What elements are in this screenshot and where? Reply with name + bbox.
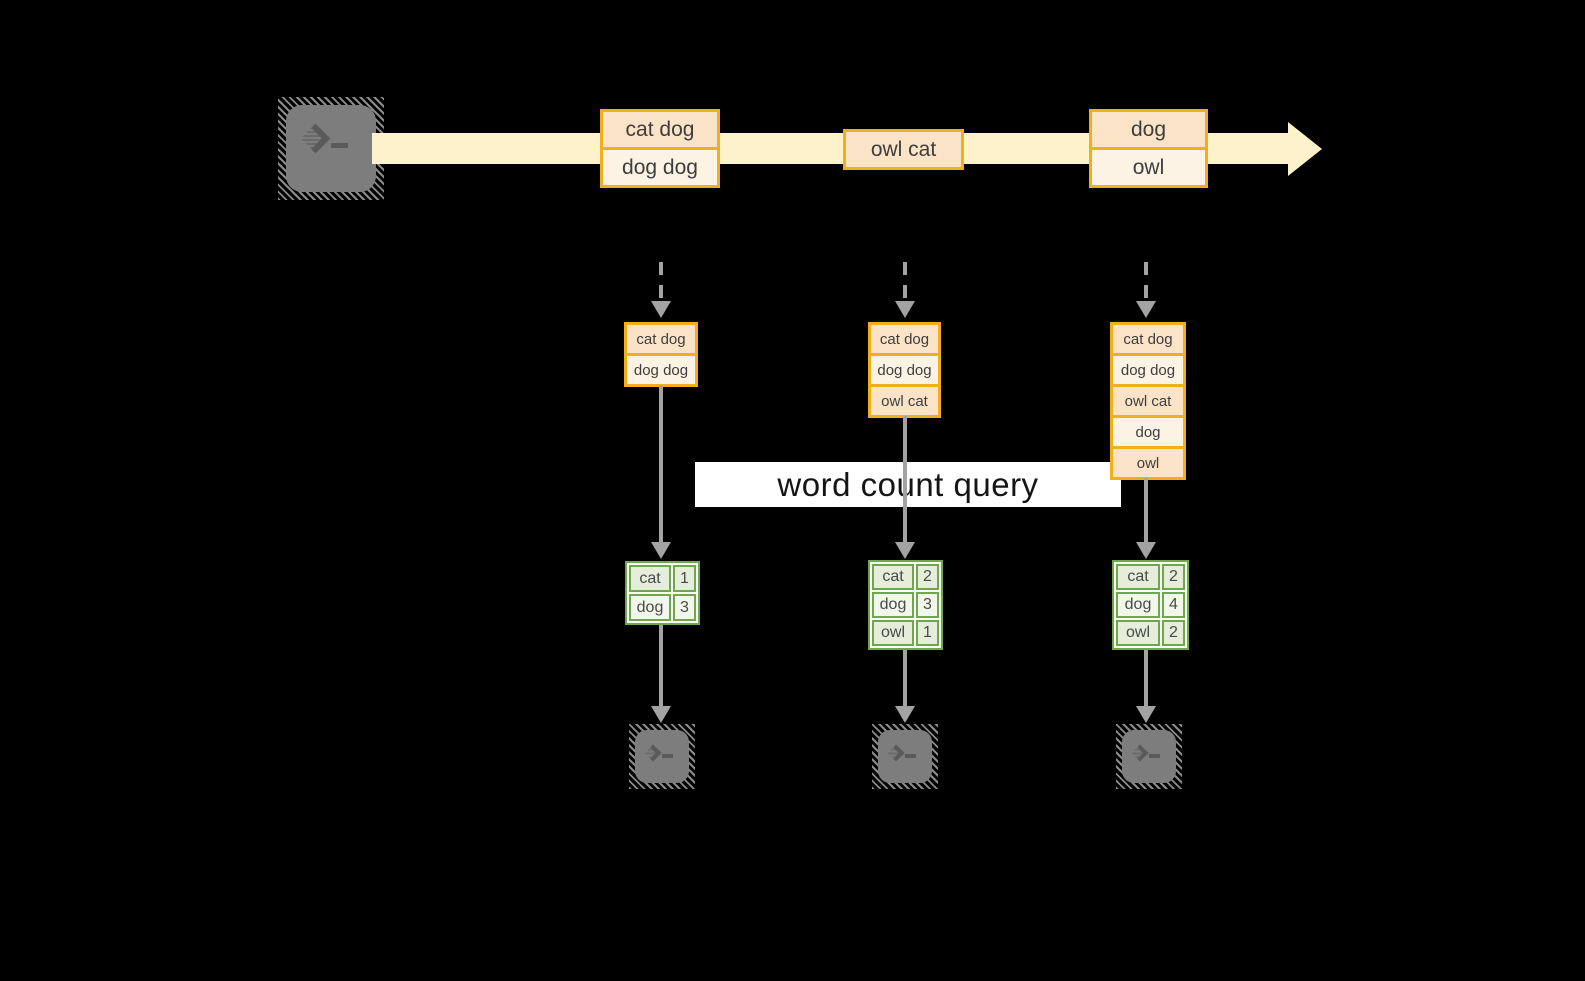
stream-batch-1: cat dog dog dog [600, 109, 720, 188]
prompt-chevron-icon [300, 123, 330, 154]
stream-arrow-head [1288, 122, 1322, 176]
table-row: dog 4 [1116, 592, 1185, 618]
input-stack-2: cat dog dog dog owl cat [868, 322, 941, 418]
query-band: word count query [695, 462, 1121, 507]
table-row: owl 2 [1116, 620, 1185, 646]
dashed-arrow-line [1144, 262, 1148, 302]
prompt-underscore-icon [905, 753, 916, 758]
terminal-screen [1122, 730, 1176, 783]
stack-item: owl cat [1110, 384, 1186, 418]
batch-item: owl cat [843, 129, 964, 170]
count-cell: 2 [1162, 620, 1185, 646]
terminal-prompt-icon [644, 744, 673, 761]
table-row: dog 3 [872, 592, 939, 618]
output-arrow-line [659, 625, 663, 706]
query-arrow-line [903, 416, 907, 542]
stack-item: cat dog [624, 322, 698, 356]
dashed-arrow-line [659, 262, 663, 302]
stack-item: owl cat [868, 384, 941, 418]
dashed-arrow-head [651, 301, 671, 318]
count-cell: 3 [673, 594, 696, 621]
word-cell: owl [872, 620, 914, 646]
prompt-underscore-icon [662, 753, 673, 758]
output-terminal-icon [629, 724, 695, 789]
batch-item: dog dog [600, 147, 720, 188]
query-arrow-line [659, 385, 663, 542]
terminal-prompt-icon [300, 123, 348, 154]
batch-item: dog [1089, 109, 1208, 150]
query-arrow-head [1136, 542, 1156, 559]
word-cell: cat [872, 564, 914, 590]
input-stack-1: cat dog dog dog [624, 322, 698, 387]
output-arrow-head [1136, 706, 1156, 723]
stack-item: dog [1110, 415, 1186, 449]
word-cell: cat [629, 565, 671, 592]
word-cell: dog [1116, 592, 1160, 618]
stream-batch-3: dog owl [1089, 109, 1208, 188]
stack-item: owl [1110, 446, 1186, 480]
query-arrow-head [651, 542, 671, 559]
word-cell: owl [1116, 620, 1160, 646]
result-table-2: cat 2 dog 3 owl 1 [868, 560, 943, 650]
stream-batch-2: owl cat [843, 129, 964, 170]
table-row: dog 3 [629, 594, 696, 621]
table-row: cat 1 [629, 565, 696, 592]
stack-item: dog dog [1110, 353, 1186, 387]
table-row: cat 2 [1116, 564, 1185, 590]
result-table-1: cat 1 dog 3 [625, 561, 700, 625]
count-cell: 1 [916, 620, 939, 646]
input-stack-3: cat dog dog dog owl cat dog owl [1110, 322, 1186, 480]
table-row: cat 2 [872, 564, 939, 590]
query-arrow-line [1144, 478, 1148, 542]
prompt-underscore-icon [330, 143, 348, 148]
count-cell: 3 [916, 592, 939, 618]
stack-item: dog dog [624, 353, 698, 387]
count-cell: 1 [673, 565, 696, 592]
dashed-arrow-head [1136, 301, 1156, 318]
batch-item: owl [1089, 147, 1208, 188]
word-cell: dog [872, 592, 914, 618]
batch-item: cat dog [600, 109, 720, 150]
dashed-arrow-line [903, 262, 907, 302]
stack-item: cat dog [868, 322, 941, 356]
table-row: owl 1 [872, 620, 939, 646]
prompt-chevron-icon [644, 744, 662, 761]
terminal-screen [878, 730, 932, 783]
count-cell: 4 [1162, 592, 1185, 618]
count-cell: 2 [1162, 564, 1185, 590]
output-terminal-icon [1116, 724, 1182, 789]
prompt-chevron-icon [887, 744, 905, 761]
output-terminal-icon [872, 724, 938, 789]
query-arrow-head [895, 542, 915, 559]
output-arrow-line [903, 650, 907, 706]
output-arrow-line [1144, 650, 1148, 706]
stack-item: dog dog [868, 353, 941, 387]
word-cell: dog [629, 594, 671, 621]
prompt-underscore-icon [1149, 753, 1160, 758]
output-arrow-head [651, 706, 671, 723]
terminal-screen [635, 730, 689, 783]
terminal-screen [286, 105, 376, 192]
source-terminal-icon [278, 97, 384, 200]
result-table-3: cat 2 dog 4 owl 2 [1112, 560, 1189, 650]
query-label: word count query [777, 465, 1039, 503]
dashed-arrow-head [895, 301, 915, 318]
prompt-chevron-icon [1131, 744, 1149, 761]
word-cell: cat [1116, 564, 1160, 590]
terminal-prompt-icon [887, 744, 916, 761]
output-arrow-head [895, 706, 915, 723]
count-cell: 2 [916, 564, 939, 590]
stack-item: cat dog [1110, 322, 1186, 356]
terminal-prompt-icon [1131, 744, 1160, 761]
